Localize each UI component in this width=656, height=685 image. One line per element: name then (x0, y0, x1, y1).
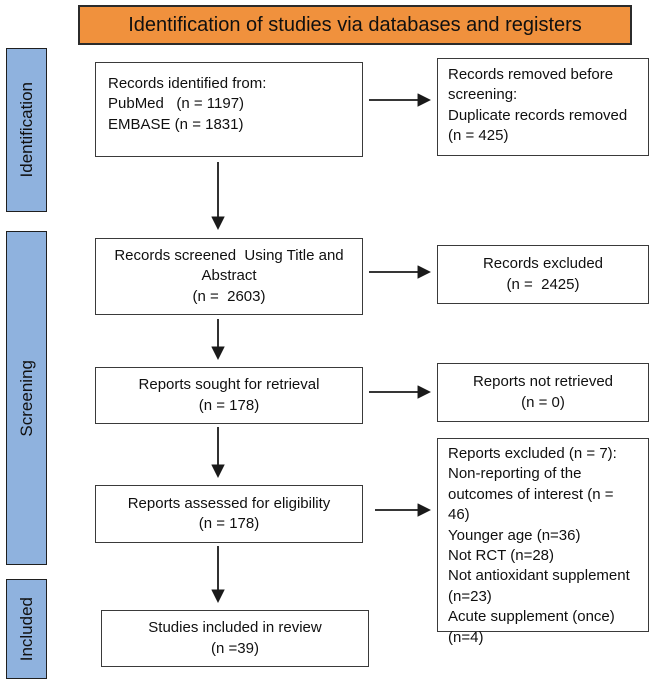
box-records-removed: Records removed before screening: Duplic… (437, 58, 649, 156)
box-studies-included-text: Studies included in review (n =39) (148, 619, 322, 657)
stage-included: Included (6, 579, 47, 679)
box-records-identified-text: Records identified from: PubMed (n = 119… (108, 75, 267, 133)
box-reports-sought-text: Reports sought for retrieval (n = 178) (138, 376, 320, 414)
box-records-excluded: Records excluded (n = 2425) (437, 245, 649, 304)
box-reports-excluded-text: Reports excluded (n = 7): Non-reporting … (448, 445, 630, 646)
box-records-removed-text: Records removed before screening: Duplic… (448, 66, 628, 145)
box-studies-included: Studies included in review (n =39) (101, 610, 369, 667)
box-reports-excluded: Reports excluded (n = 7): Non-reporting … (437, 438, 649, 646)
box-records-excluded-text: Records excluded (n = 2425) (482, 255, 604, 293)
diagram-title-banner: Identification of studies via databases … (78, 5, 632, 45)
box-reports-assessed: Reports assessed for eligibility (n = 17… (95, 485, 363, 543)
box-records-identified: Records identified from: PubMed (n = 119… (95, 62, 363, 157)
stage-identification: Identification (6, 48, 47, 212)
stage-included-label: Included (16, 596, 36, 662)
box-records-screened: Records screened Using Title and Abstrac… (95, 238, 363, 315)
box-reports-not-retrieved-text: Reports not retrieved (n = 0) (472, 373, 614, 411)
diagram-title: Identification of studies via databases … (128, 13, 582, 36)
box-records-screened-text: Records screened Using Title and Abstrac… (114, 246, 344, 305)
box-reports-sought: Reports sought for retrieval (n = 178) (95, 367, 363, 424)
box-reports-assessed-text: Reports assessed for eligibility (n = 17… (127, 494, 331, 532)
stage-identification-label: Identification (16, 82, 36, 178)
box-reports-not-retrieved: Reports not retrieved (n = 0) (437, 363, 649, 422)
stage-screening-label: Screening (16, 359, 36, 437)
stage-screening: Screening (6, 231, 47, 565)
